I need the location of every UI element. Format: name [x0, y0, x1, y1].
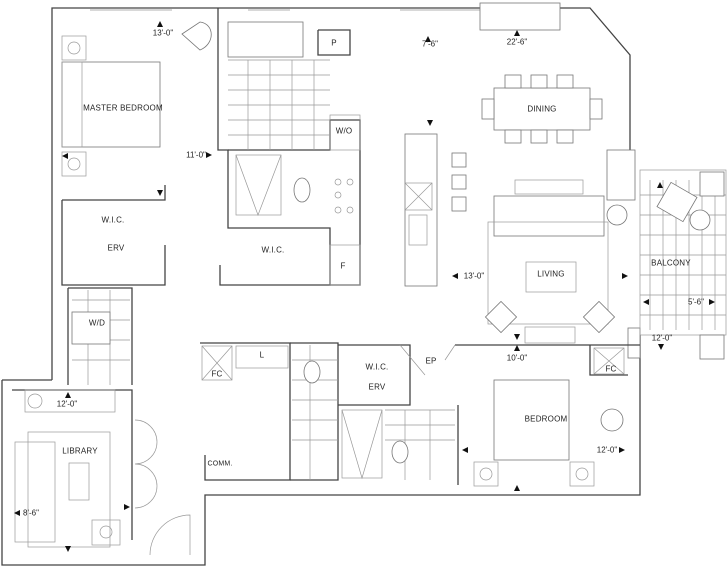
room-label-erv-master: ERV	[107, 243, 125, 253]
room-label-ep: EP	[425, 356, 437, 366]
interior-walls	[12, 8, 640, 540]
exterior-walls	[1, 2, 641, 566]
room-label-comm: COMM.	[207, 460, 233, 468]
room-label-fc-bed: FC	[605, 364, 617, 374]
room-label-linen: L	[259, 350, 265, 360]
dimension-living-width: 13'-0"	[463, 271, 485, 281]
dimension-master-depth: 11'-0"	[186, 150, 206, 160]
dimension-library-width: 12'-0"	[56, 399, 78, 409]
room-label-wic-master: W.I.C.	[101, 215, 125, 225]
room-label-wic-bed: W.I.C.	[365, 362, 389, 372]
room-label-pantry: P	[331, 38, 337, 48]
room-label-wd: W/D	[88, 318, 106, 328]
kitchen-island	[334, 133, 467, 287]
room-label-wic-hall: W.I.C.	[261, 245, 285, 255]
dimension-balcony-length: 12'-0"	[651, 333, 673, 343]
room-label-wo: W/O	[335, 126, 353, 136]
room-label-living: LIVING	[537, 269, 565, 279]
dimension-library-depth: 8'-6"	[23, 508, 39, 518]
room-label-erv-bed: ERV	[368, 382, 386, 392]
room-label-bedroom: BEDROOM	[524, 414, 568, 424]
dimension-living-length: 22'-6"	[506, 37, 528, 47]
dimension-dining-depth: 7'-6"	[422, 39, 438, 49]
dimension-master-width: 13'-0"	[152, 28, 174, 38]
balcony-area	[639, 169, 727, 360]
dimension-bedroom-width: 12'-0"	[596, 445, 618, 455]
room-label-master-bedroom: MASTER BEDROOM	[83, 103, 163, 113]
room-label-library: LIBRARY	[62, 446, 98, 456]
dimension-balcony-width: 5'-6"	[688, 297, 704, 307]
room-label-fridge: F	[340, 261, 346, 271]
dimension-arrows	[14, 21, 715, 552]
dimension-bedroom-depth: 10'-0"	[506, 353, 528, 363]
room-label-balcony: BALCONY	[651, 258, 691, 268]
doors	[134, 344, 456, 556]
furniture	[14, 21, 628, 548]
room-label-dining: DINING	[527, 104, 557, 114]
bathroom-tiles	[71, 21, 455, 480]
room-label-fc-hall: FC	[211, 369, 223, 379]
